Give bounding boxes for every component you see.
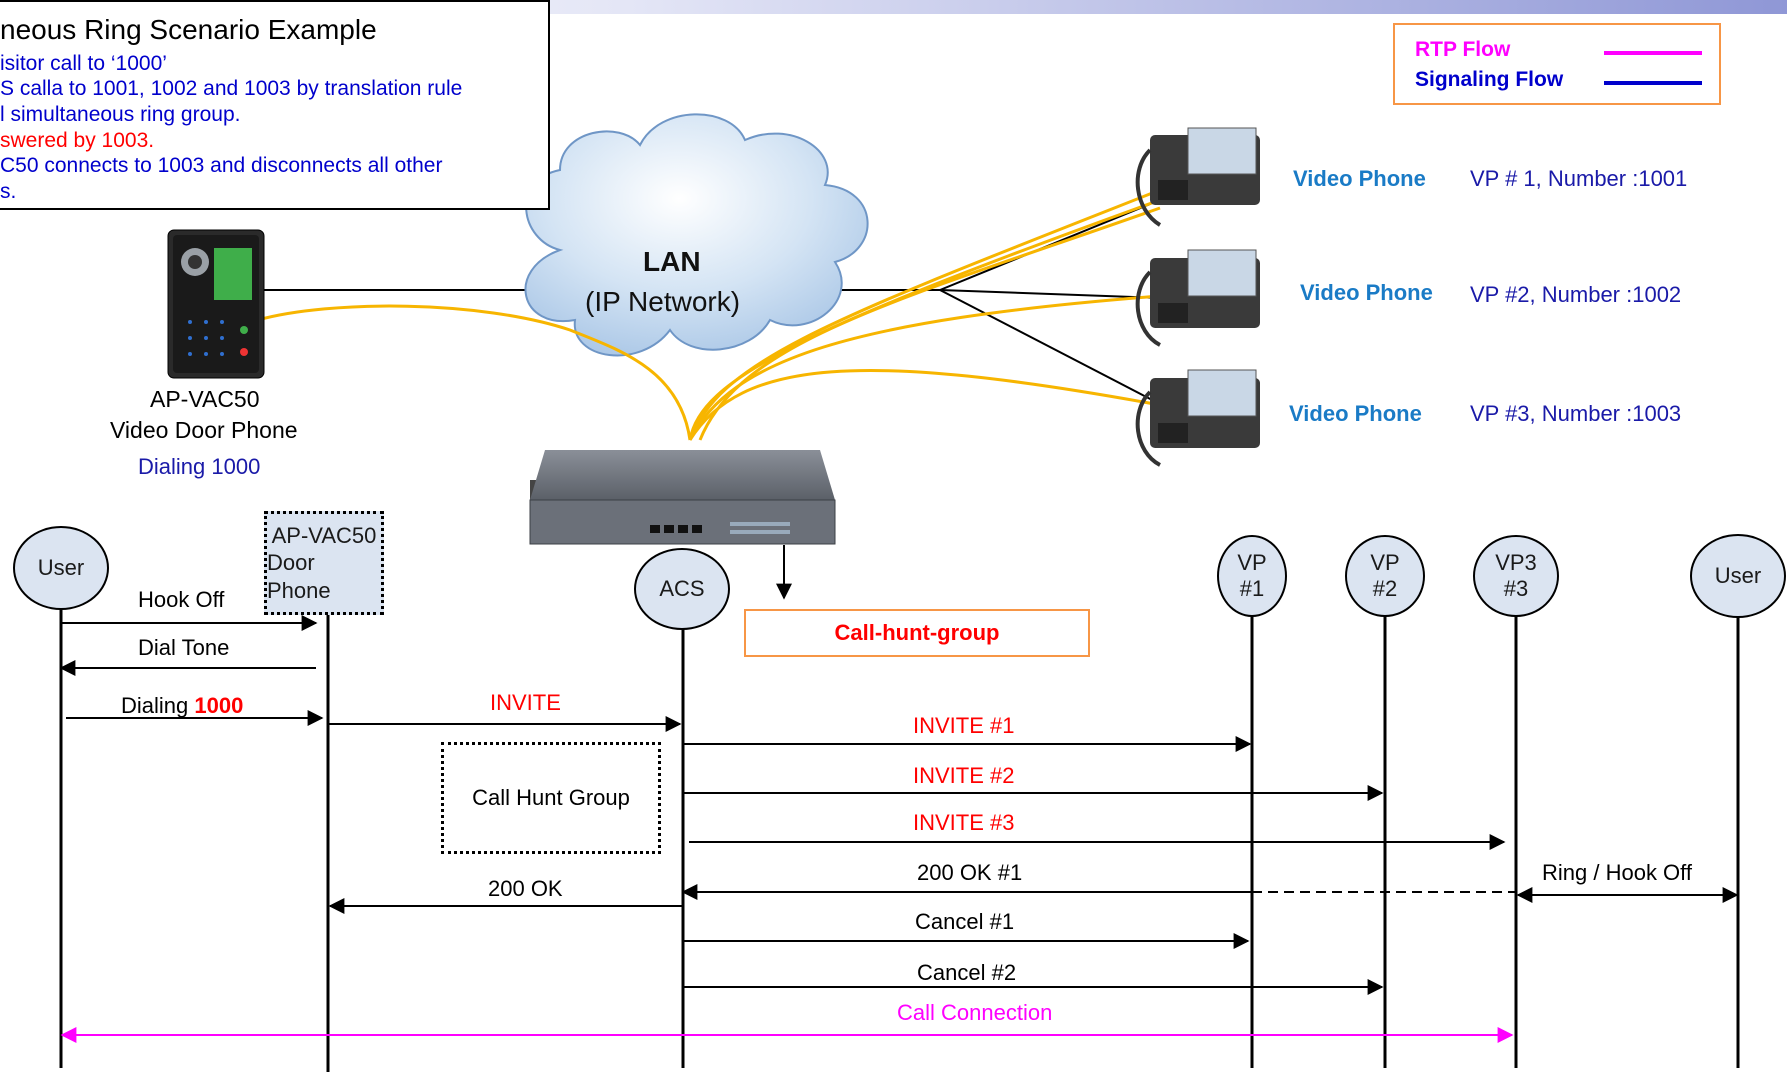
msg-dialing-number: 1000 bbox=[194, 693, 244, 718]
scenario-line-5: C50 connects to 1003 and disconnects all… bbox=[0, 154, 443, 177]
participant-vp3: VP3 #3 bbox=[1473, 535, 1559, 617]
participant-vp1: VP #1 bbox=[1217, 535, 1287, 617]
lan-subtitle: (IP Network) bbox=[585, 286, 741, 317]
hunt-box-label: Call Hunt Group bbox=[472, 785, 630, 810]
msg-dialing-prefix: Dialing bbox=[121, 693, 195, 718]
participant-vp2: VP #2 bbox=[1345, 535, 1425, 617]
acs-server-device-icon bbox=[529, 450, 836, 545]
door-phone-device-icon bbox=[167, 229, 265, 379]
msg-dial-tone: Dial Tone bbox=[138, 635, 230, 660]
vp2-desc: VP #2, Number :1002 bbox=[1470, 282, 1682, 307]
call-hunt-group-dotted-box: Call Hunt Group bbox=[441, 742, 661, 854]
legend-signaling-line bbox=[1604, 81, 1702, 85]
legend-rtp-label: RTP Flow bbox=[1415, 38, 1511, 61]
vp1-desc: VP # 1, Number :1001 bbox=[1470, 166, 1688, 191]
msg-ok: 200 OK bbox=[488, 876, 563, 901]
door-phone-model: AP-VAC50 bbox=[150, 386, 260, 412]
lan-title: LAN bbox=[643, 246, 701, 277]
legend-box: RTP Flow Signaling Flow bbox=[1393, 23, 1721, 105]
scenario-line-1: isitor call to ‘1000’ bbox=[0, 52, 167, 75]
scenario-line-3: l simultaneous ring group. bbox=[0, 103, 241, 126]
participant-door-line2: Door Phone bbox=[267, 550, 331, 603]
participant-vp2-line1: VP bbox=[1370, 549, 1400, 575]
video-phone-1-icon bbox=[1135, 127, 1260, 227]
vp3-title: Video Phone bbox=[1289, 401, 1422, 426]
lan-cloud-icon bbox=[524, 113, 869, 357]
participant-vp1-line2: #1 bbox=[1239, 576, 1265, 601]
scenario-title: neous Ring Scenario Example bbox=[0, 14, 377, 45]
msg-cancel1: Cancel #1 bbox=[915, 909, 1015, 934]
vp3-desc: VP #3, Number :1003 bbox=[1470, 401, 1682, 426]
call-hunt-group-label: Call-hunt-group bbox=[834, 620, 1000, 645]
video-phone-2-icon bbox=[1135, 249, 1260, 347]
participant-door-phone: AP-VAC50 Door Phone bbox=[264, 511, 384, 615]
participant-user-right: User bbox=[1690, 534, 1786, 618]
participant-vp3-line2: #3 bbox=[1503, 576, 1529, 601]
scenario-line-4: swered by 1003. bbox=[0, 129, 155, 152]
participant-acs: ACS bbox=[634, 548, 730, 630]
call-hunt-group-box: Call-hunt-group bbox=[744, 609, 1090, 657]
participant-acs-label: ACS bbox=[659, 575, 705, 601]
msg-hook-off: Hook Off bbox=[138, 587, 225, 612]
participant-user-left: User bbox=[13, 526, 109, 610]
door-phone-dialing: Dialing 1000 bbox=[138, 454, 261, 479]
participant-user-left-label: User bbox=[37, 554, 85, 580]
legend-signaling-label: Signaling Flow bbox=[1415, 68, 1564, 91]
lifelines bbox=[59, 585, 1740, 1072]
vp2-title: Video Phone bbox=[1300, 280, 1433, 305]
vp1-title: Video Phone bbox=[1293, 166, 1426, 191]
msg-call-connection: Call Connection bbox=[897, 1000, 1053, 1025]
rtp-links bbox=[257, 188, 1161, 441]
msg-cancel2: Cancel #2 bbox=[917, 960, 1017, 985]
scenario-line-6: s. bbox=[0, 180, 17, 203]
video-phone-3-icon bbox=[1135, 369, 1260, 467]
legend-rtp-line bbox=[1604, 51, 1702, 55]
participant-user-right-label: User bbox=[1714, 562, 1762, 588]
participant-vp2-line2: #2 bbox=[1372, 576, 1398, 601]
participant-door-line1: AP-VAC50 bbox=[271, 522, 377, 548]
msg-ok1: 200 OK #1 bbox=[917, 860, 1023, 885]
door-phone-description: Video Door Phone bbox=[110, 417, 298, 443]
msg-invite2: INVITE #2 bbox=[913, 763, 1015, 788]
msg-invite: INVITE bbox=[490, 690, 561, 715]
participant-vp3-line1: VP3 bbox=[1495, 549, 1537, 575]
scenario-line-2: S calla to 1001, 1002 and 1003 by transl… bbox=[0, 77, 463, 100]
participant-vp1-line1: VP bbox=[1237, 549, 1267, 575]
scenario-description-box: neous Ring Scenario Example isitor call … bbox=[0, 0, 550, 210]
msg-ring-hook-off: Ring / Hook Off bbox=[1542, 860, 1692, 885]
msg-invite3: INVITE #3 bbox=[913, 810, 1015, 835]
msg-dialing: Dialing 1000 bbox=[121, 693, 243, 719]
msg-invite1: INVITE #1 bbox=[913, 713, 1015, 738]
